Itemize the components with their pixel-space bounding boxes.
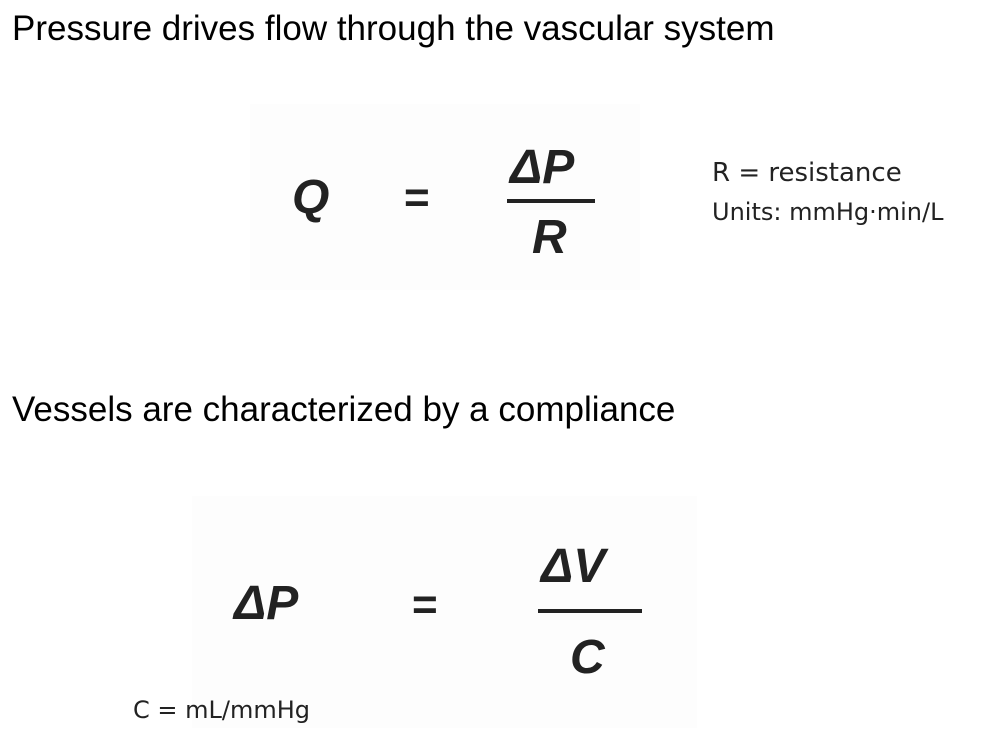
equation-2-numerator: ΔV [541, 540, 606, 593]
equation-2-denominator: C [570, 631, 605, 684]
compliance-units: C = mL/mmHg [133, 696, 310, 724]
equation-1-denominator: R [532, 211, 567, 264]
equation-2-equals-sign: = [412, 580, 438, 629]
equation-1-lhs: Q [292, 171, 330, 224]
resistance-units: Units: mmHg·min/L [712, 198, 944, 226]
equation-1-equals-sign: = [404, 173, 430, 222]
equation-2-lhs: ΔP [234, 577, 299, 630]
equation-1-fraction-bar [507, 199, 595, 203]
heading-compliance: Vessels are characterized by a complianc… [12, 390, 676, 429]
equation-1-numerator: ΔP [510, 141, 575, 194]
heading-pressure-flow: Pressure drives flow through the vascula… [12, 9, 775, 48]
equation-2-fraction-bar [538, 609, 642, 613]
equation-image-flow [250, 104, 640, 290]
resistance-definition: R = resistance [712, 158, 902, 188]
